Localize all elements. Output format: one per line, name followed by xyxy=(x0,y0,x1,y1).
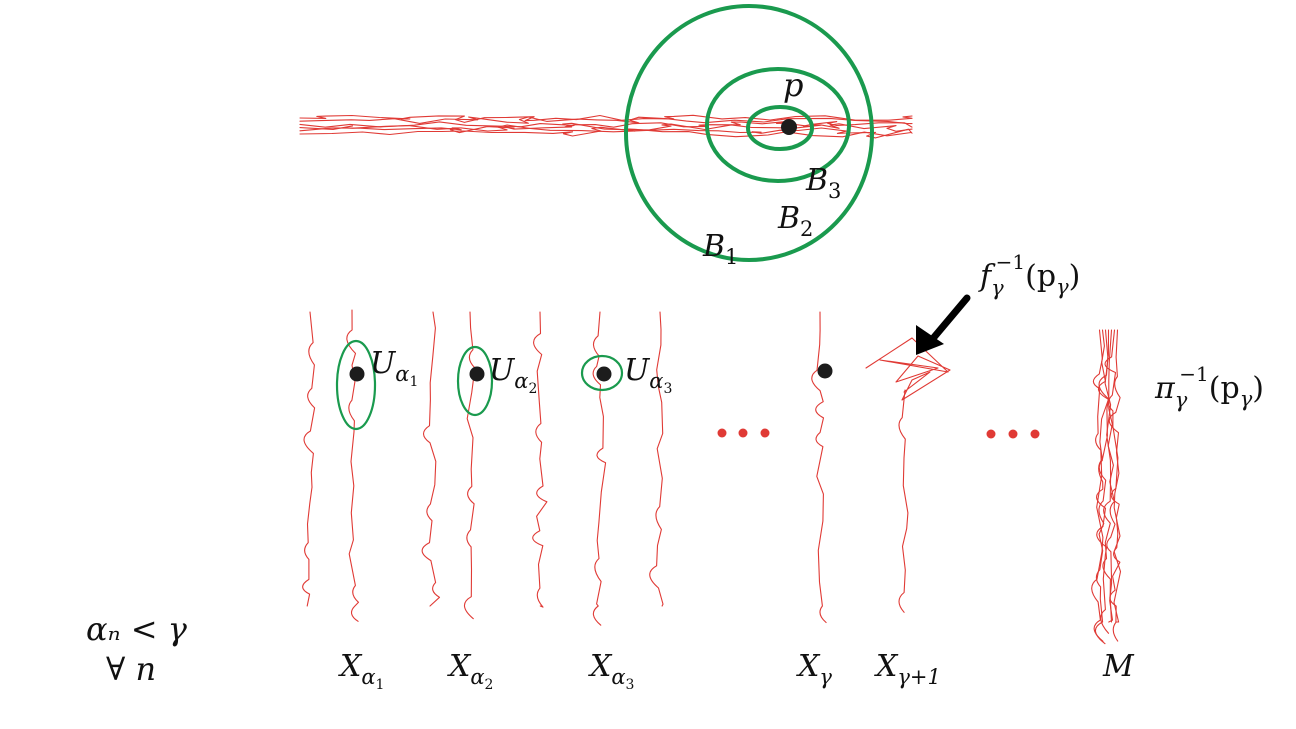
arrow-icon xyxy=(916,294,971,355)
fiber-strand xyxy=(592,311,607,626)
label-x-alpha3: Xα3 xyxy=(588,649,634,693)
fiber-strand xyxy=(532,311,548,608)
ball-b3-ring xyxy=(746,105,814,151)
label-p: p xyxy=(783,66,803,104)
ellipsis-dots-1 xyxy=(717,428,770,438)
base-space-strands xyxy=(299,114,913,139)
fibers xyxy=(302,309,1122,645)
fiber-strand xyxy=(1102,329,1113,623)
point-alpha1 xyxy=(349,366,365,382)
fiber-strand xyxy=(649,311,664,607)
label-b3: B3 xyxy=(805,163,841,203)
fiber-strand xyxy=(1096,329,1110,634)
fiber-strand xyxy=(302,311,316,607)
fiber-strand xyxy=(898,389,909,613)
label-b2: B2 xyxy=(777,201,813,241)
fiber-strand xyxy=(811,311,827,624)
neighborhood-u-alpha2 xyxy=(456,345,494,417)
fiber-strand xyxy=(421,311,441,607)
label-u-alpha2: Uα2 xyxy=(489,353,537,397)
fiber-strand xyxy=(1094,329,1110,645)
label-b1: B1 xyxy=(702,229,738,269)
condition-line-2: ∀ n xyxy=(106,650,156,688)
label-pi-preimage: πγ−1(pγ) xyxy=(1154,362,1264,412)
point-gamma xyxy=(817,363,833,379)
label-f-preimage: fγ−1(pγ) xyxy=(978,250,1080,300)
neighborhood-u-alpha3 xyxy=(580,354,624,392)
condition-line-1: αₙ < γ xyxy=(86,610,188,648)
base-strand xyxy=(299,114,913,123)
neighborhood-u-alpha1 xyxy=(335,339,377,431)
label-m: M xyxy=(1102,649,1135,684)
ball-b2-ring xyxy=(705,67,851,183)
point-p xyxy=(781,119,797,135)
label-u-alpha3: Uα3 xyxy=(624,353,672,397)
label-x-alpha1: Xα1 xyxy=(338,649,384,693)
fiber-strand xyxy=(1108,329,1122,642)
label-x-gamma-plus-1: Xγ+1 xyxy=(874,649,941,689)
fiber-strand xyxy=(1091,329,1104,642)
preimage-tangle xyxy=(865,337,951,401)
fiber-strand xyxy=(1104,329,1121,623)
fiber-strand xyxy=(463,311,476,620)
base-strand xyxy=(299,121,913,128)
label-x-alpha2: Xα2 xyxy=(447,649,493,693)
ball-b1-ring xyxy=(624,4,874,262)
base-strand xyxy=(299,116,913,125)
fiber-strand xyxy=(1106,329,1116,623)
ellipsis-dots-2 xyxy=(986,429,1040,439)
base-strand xyxy=(299,124,913,139)
point-alpha3 xyxy=(596,366,612,382)
point-alpha2 xyxy=(469,366,485,382)
label-x-gamma: Xγ xyxy=(796,649,832,689)
label-u-alpha1: Uα1 xyxy=(370,346,418,390)
fiber-strand xyxy=(346,309,360,622)
